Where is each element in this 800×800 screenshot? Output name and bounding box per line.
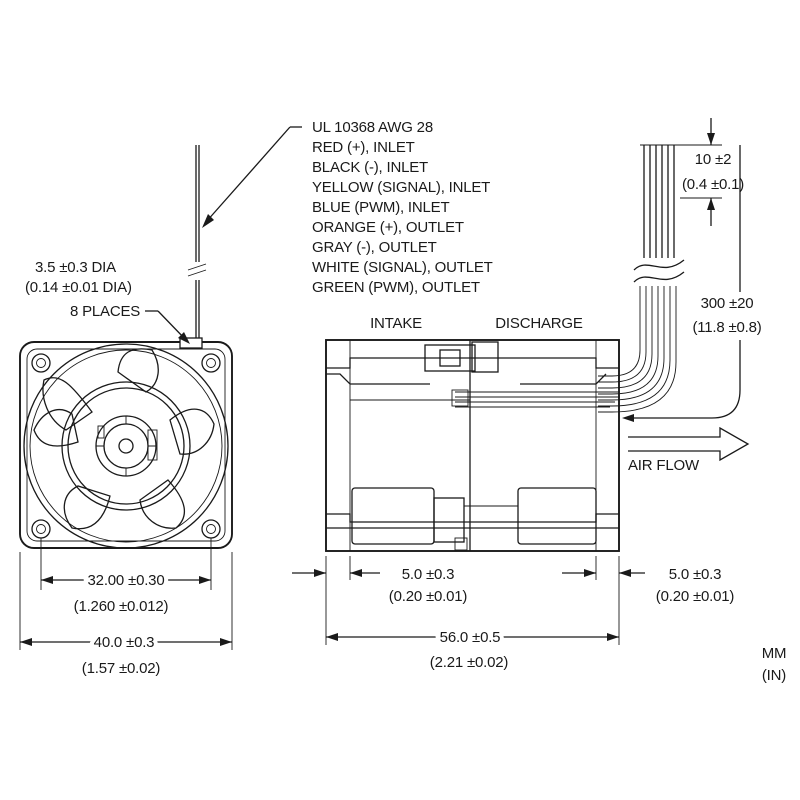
fan-bore: [23, 343, 229, 549]
hole-spacing-mm: 32.00 ±0.30: [88, 572, 165, 589]
hole-places: 8 PLACES: [70, 303, 140, 320]
strip-length-mm: 10 ±2: [695, 151, 731, 168]
side-view: [325, 339, 620, 552]
lead-length-mm: 300 ±20: [701, 295, 754, 312]
discharge-label: DISCHARGE: [495, 315, 583, 332]
units-mm: MM: [762, 645, 787, 662]
depth-mm: 56.0 ±0.5: [440, 629, 501, 646]
strip-length-in: (0.4 ±0.1): [682, 176, 744, 193]
frame-size-in: (1.57 ±0.02): [82, 660, 161, 677]
hole-dim-mm: 3.5 ±0.3 DIA: [35, 259, 116, 276]
wire-spec-line-7: GRAY (-), OUTLET: [312, 239, 437, 256]
airflow-label: AIR FLOW: [628, 457, 700, 474]
wire-spec-line-8: WHITE (SIGNAL), OUTLET: [312, 259, 493, 276]
lead-length-in: (11.8 ±0.8): [692, 319, 761, 336]
wire-spec-line-4: YELLOW (SIGNAL), INLET: [312, 179, 490, 196]
airflow-indicator: AIR FLOW: [628, 426, 750, 474]
wire-spec-text: UL 10368 AWG 28 RED (+), INLET BLACK (-)…: [312, 119, 493, 296]
wire-spec-line-9: GREEN (PWM), OUTLET: [312, 279, 480, 296]
hole-spacing-in: (1.260 ±0.012): [74, 598, 169, 615]
wire-spec-line-1: UL 10368 AWG 28: [312, 119, 433, 136]
wire-spec-line-6: ORANGE (+), OUTLET: [312, 219, 464, 236]
cable-bundle: [598, 145, 685, 413]
strip-dim: 10 ±2 (0.4 ±0.1): [640, 118, 744, 226]
intake-label: INTAKE: [370, 315, 422, 332]
wire-spec-line-2: RED (+), INLET: [312, 139, 415, 156]
hole-dim-inch: (0.14 ±0.01 DIA): [25, 279, 132, 296]
housing-outline: [325, 339, 620, 552]
fan-blades: [33, 348, 215, 530]
flange-left-mm: 5.0 ±0.3: [402, 566, 455, 583]
depth-in: (2.21 ±0.02): [430, 654, 509, 671]
hole-callout: 3.5 ±0.3 DIA (0.14 ±0.01 DIA) 8 PLACES: [25, 259, 190, 344]
front-dims: 32.00 ±0.30 (1.260 ±0.012) 40.0 ±0.3 (1.…: [19, 538, 233, 677]
flange-right-mm: 5.0 ±0.3: [669, 566, 722, 583]
fan-hub: [61, 381, 191, 511]
frame-size-mm: 40.0 ±0.3: [94, 634, 155, 651]
units-in: (IN): [762, 667, 786, 684]
front-view: [19, 145, 233, 549]
intake-boss: [351, 487, 435, 545]
airflow-arrow-icon: [628, 426, 750, 462]
front-wire: [179, 145, 207, 349]
flange-right-in: (0.20 ±0.01): [656, 588, 735, 605]
intake-connector: [424, 344, 476, 372]
wire-spec-line-5: BLUE (PWM), INLET: [312, 199, 449, 216]
wire-spec-line-3: BLACK (-), INLET: [312, 159, 428, 176]
side-dims: 5.0 ±0.3 (0.20 ±0.01) 5.0 ±0.3 (0.20 ±0.…: [292, 556, 735, 671]
discharge-boss: [517, 487, 597, 545]
wire-spec-leader: [202, 126, 302, 228]
lead-length-dim: 300 ±20 (11.8 ±0.8): [622, 145, 762, 422]
flange-left-in: (0.20 ±0.01): [389, 588, 468, 605]
